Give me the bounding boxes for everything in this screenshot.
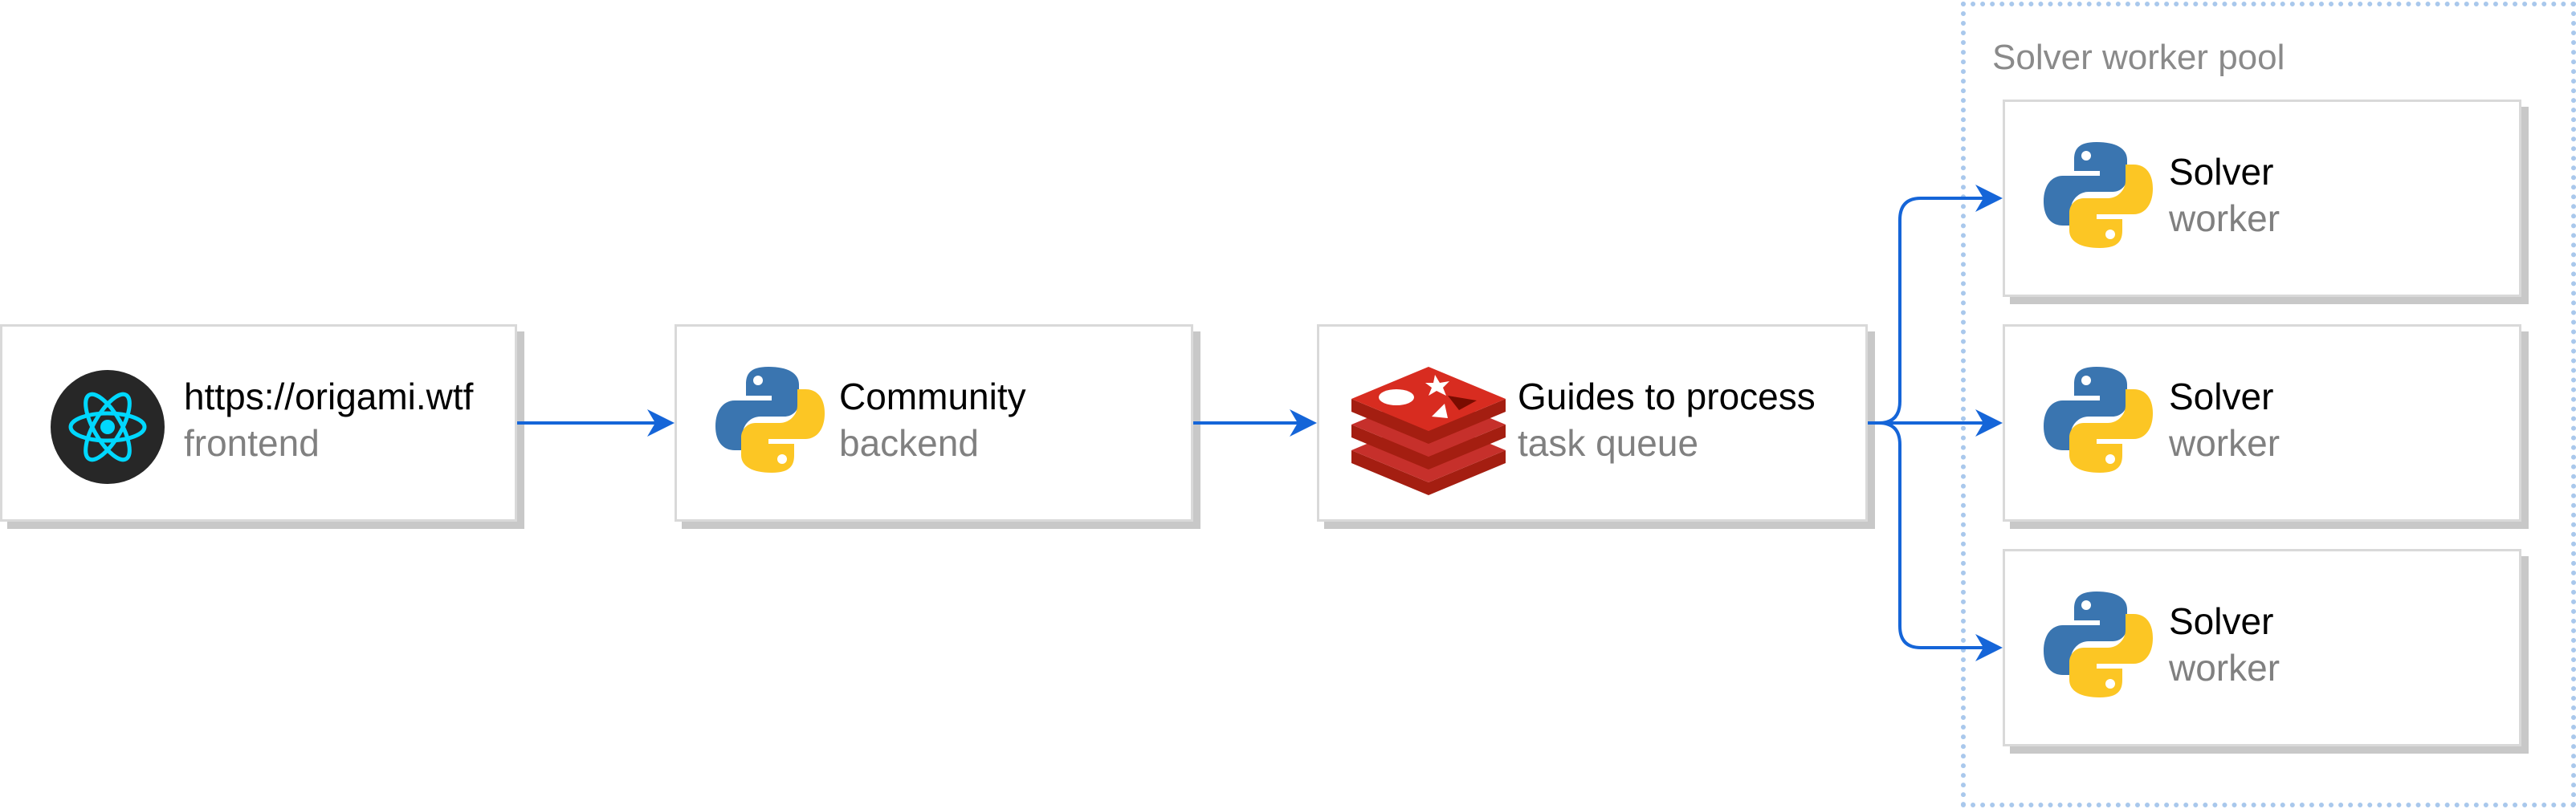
worker-subtitle: worker [2169,197,2280,239]
python-icon [2042,139,2154,255]
backend-node[interactable]: Community backend [675,324,1193,522]
queue-title: Guides to process [1518,376,1816,417]
backend-subtitle: backend [839,422,979,464]
worker-subtitle: worker [2169,422,2280,464]
worker-node-3[interactable]: Solver worker [2003,549,2521,746]
worker-node-2[interactable]: Solver worker [2003,324,2521,522]
backend-title: Community [839,376,1026,417]
queue-node[interactable]: Guides to process task queue [1317,324,1868,522]
worker-title: Solver [2169,151,2274,193]
worker-title: Solver [2169,600,2274,642]
arrowhead [1290,409,1317,437]
python-icon [2042,588,2154,705]
python-icon [2042,364,2154,480]
redis-icon [1348,351,1509,499]
react-icon [51,370,165,488]
frontend-node[interactable]: https://origami.wtf frontend [0,324,517,522]
worker-node-1[interactable]: Solver worker [2003,100,2521,297]
python-icon [714,364,826,480]
queue-subtitle: task queue [1518,422,1699,464]
arrowhead [647,409,675,437]
group-label: Solver worker pool [1992,38,2285,77]
frontend-title: https://origami.wtf [184,376,474,417]
worker-subtitle: worker [2169,647,2280,689]
frontend-subtitle: frontend [184,422,320,464]
worker-title: Solver [2169,376,2274,417]
